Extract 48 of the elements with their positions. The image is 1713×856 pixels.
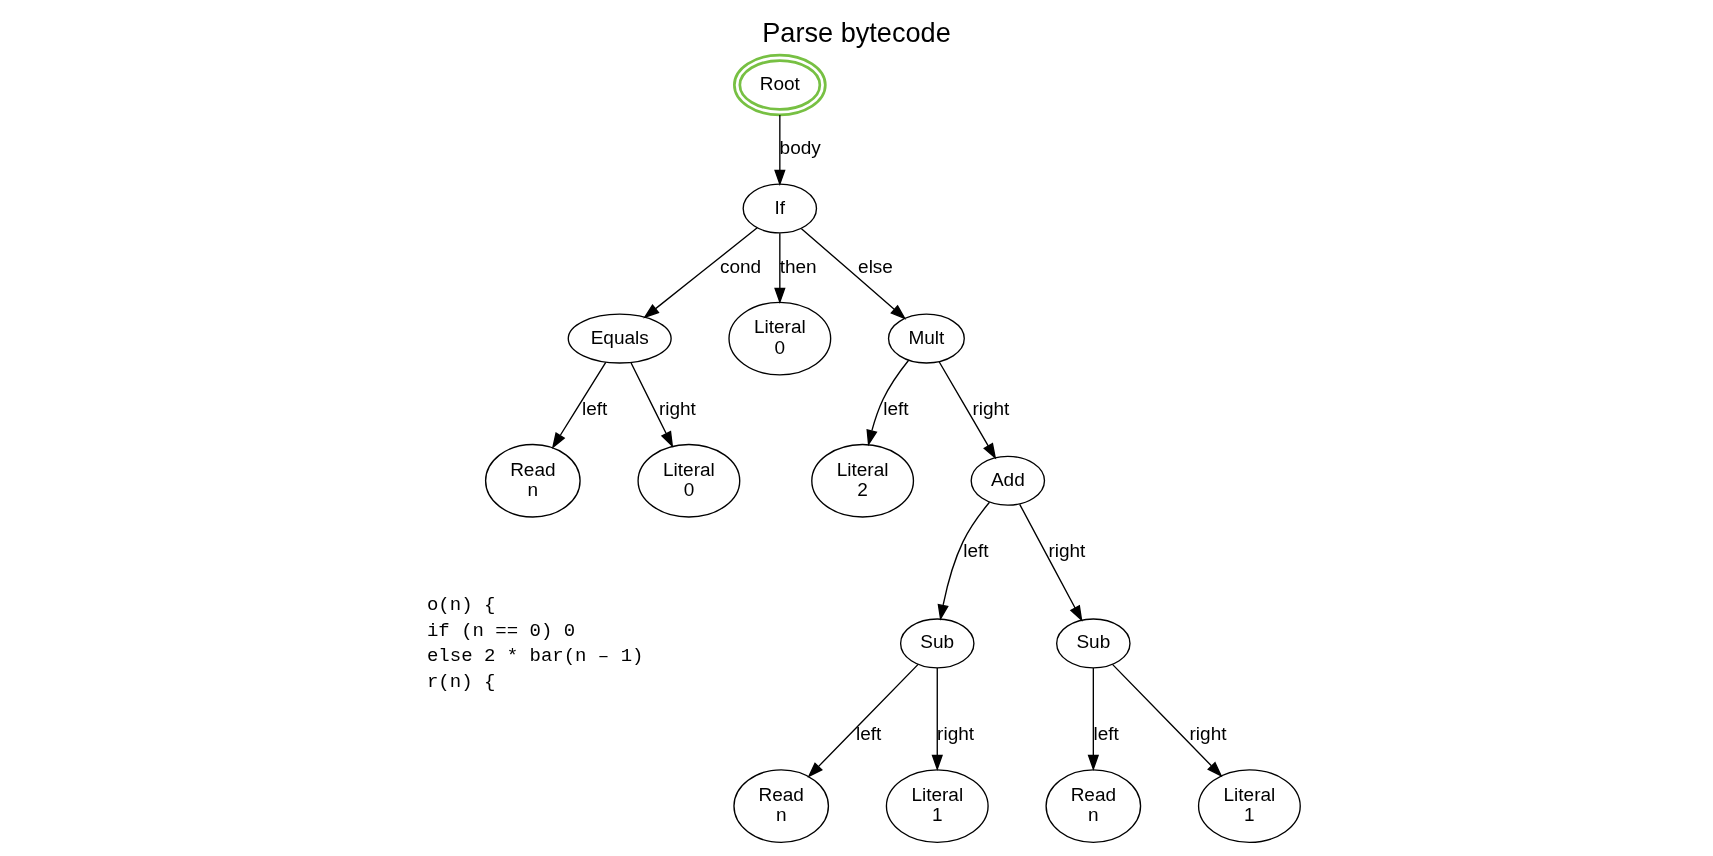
node-ellipse: Sub (899, 617, 975, 669)
arrow (1111, 663, 1223, 777)
edge-label: else (858, 255, 893, 277)
arrow (866, 359, 910, 446)
edge-label: left (581, 397, 608, 419)
diagram-title: Parse bytecode (762, 16, 951, 48)
arrow (800, 227, 907, 320)
edge-label: cond (719, 255, 762, 277)
node-ellipse: Read n (733, 768, 830, 843)
arrow (551, 361, 607, 449)
node-ellipse: Sub (1056, 617, 1131, 669)
node-ellipse: Mult (887, 313, 965, 364)
node-ellipse: Literal 1 (1197, 768, 1301, 843)
node-ellipse: Root (733, 53, 827, 116)
node-ellipse: If (742, 182, 818, 234)
label: r(n) { (426, 670, 496, 693)
edge-label: left (1093, 722, 1119, 744)
label: else 2 * bar(n – 1) (426, 644, 644, 667)
edge-label: left (963, 539, 989, 561)
edge-label: right (658, 397, 696, 419)
node-ellipse: Literal 1 (885, 768, 989, 843)
node-ellipse: Literal 2 (811, 443, 915, 518)
arrow (1087, 666, 1100, 771)
arrow (774, 232, 786, 304)
edge-label: right (1189, 722, 1227, 744)
arrow (643, 226, 758, 319)
edge-label: then (779, 255, 817, 277)
node-ellipse: Read n (484, 443, 581, 518)
arrow (931, 666, 943, 771)
node-ellipse: Add (970, 455, 1046, 506)
arrow (774, 113, 786, 186)
node-ellipse: Literal 0 (637, 443, 741, 518)
arrow (1019, 503, 1083, 622)
arrow (938, 360, 997, 460)
node-ellipse: Equals (567, 313, 672, 364)
arrow (937, 501, 991, 621)
edge-label: right (972, 397, 1010, 419)
arrow (630, 361, 674, 448)
label: if (n == 0) 0 (426, 619, 576, 642)
edge-label: body (779, 136, 821, 158)
node-ellipse: Literal 0 (728, 301, 832, 376)
edge-label: left (856, 722, 882, 744)
edge-label: left (883, 397, 909, 419)
label: o(n) { (426, 593, 496, 616)
edge-label: right (937, 722, 975, 744)
arrow (807, 663, 919, 778)
node-ellipse: Read n (1045, 768, 1142, 843)
edge-label: right (1048, 539, 1086, 561)
